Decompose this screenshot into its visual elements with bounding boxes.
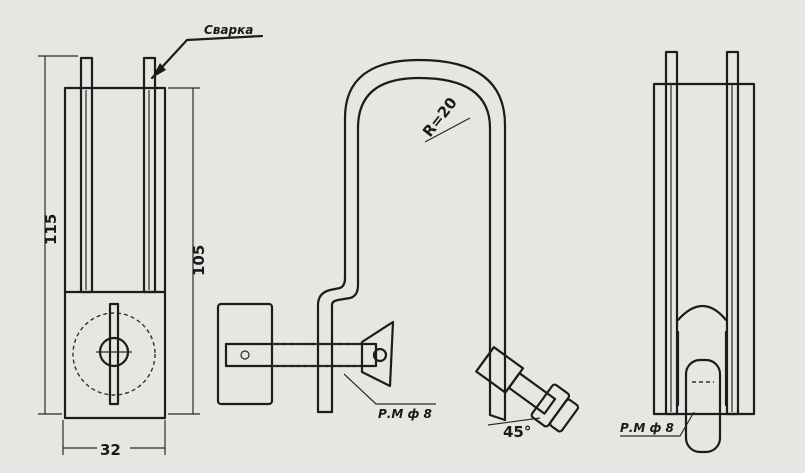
angled-bolt-nut-2 [549,398,580,433]
angle-label: 45° [503,423,531,441]
front-view-bar-left [79,56,94,294]
front-view-bar-right [142,56,157,294]
angle-leader [487,417,541,426]
wing-nut-hub [372,347,388,363]
dim-115-label: 115 [42,214,60,245]
rear-view-roll-top [676,305,728,322]
dim-32-label: 32 [100,441,121,459]
front-view: Сварка 115 105 32 [38,23,264,459]
rear-view-bar-left [664,50,679,416]
side-view: R=20 Р.М ф 8 45° [216,58,580,441]
bolt-left-leader [343,373,436,405]
angled-bolt [475,346,580,433]
clamp-plate [216,302,274,406]
rear-view-roll-sides [676,330,728,407]
bolt-left-label: Р.М ф 8 [378,407,432,421]
weld-leader-line [150,34,264,80]
angled-bolt-shank [507,372,557,415]
rear-view-bar-right [725,50,740,416]
bolt-pin-hole [240,350,250,360]
bolt-right-leader [620,411,695,437]
front-view-bolt-slot [108,302,120,406]
bolt-right-label: Р.М ф 8 [620,421,674,435]
weld-label: Сварка [204,23,253,37]
radius-leader [424,117,471,143]
rear-view-bolt [684,358,722,454]
rear-view: Р.М ф 8 [620,50,756,454]
hook-right-end [488,413,507,422]
front-view-hidden-circle [72,312,156,396]
rear-view-outline [652,82,756,416]
front-view-outline [63,86,167,420]
wing-nut [360,320,395,388]
dim-105-label: 105 [190,245,208,276]
weld-leader-arrow [152,63,166,78]
hook-outer-contour [316,58,507,422]
hook-inner-contour [330,76,492,417]
